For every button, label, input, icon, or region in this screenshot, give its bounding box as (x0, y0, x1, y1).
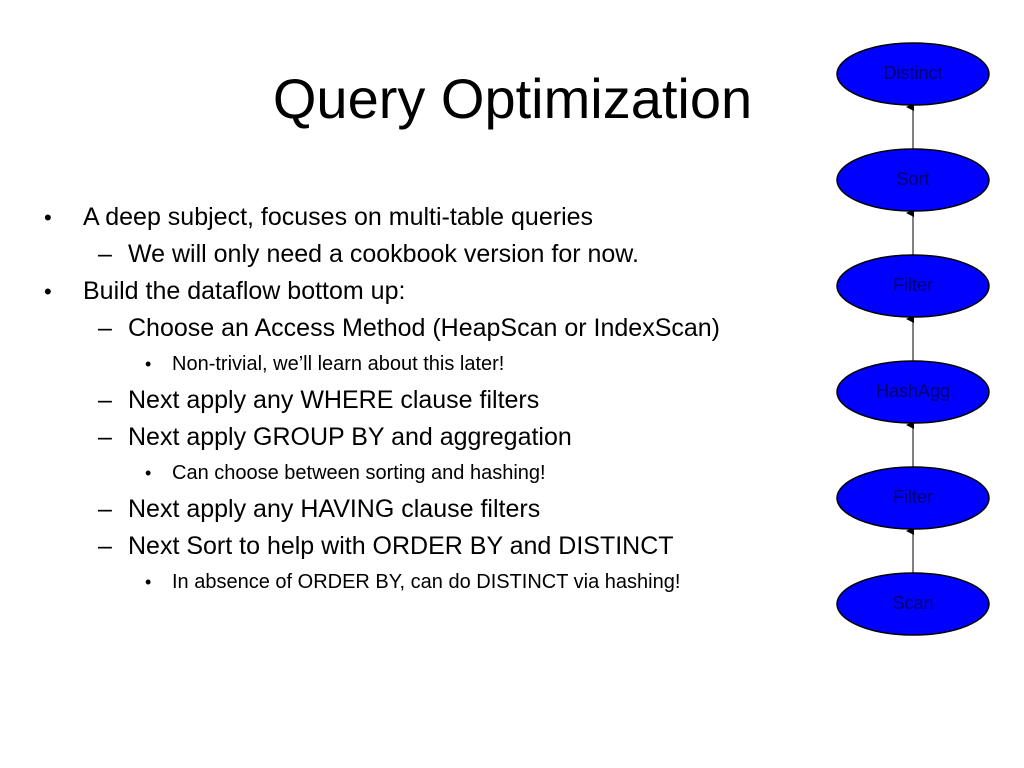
plan-node-filter (836, 466, 990, 530)
bullet-item: –Next Sort to help with ORDER BY and DIS… (40, 528, 820, 565)
query-plan-svg (836, 42, 990, 636)
plan-node-filter (836, 254, 990, 318)
bullet-text: A deep subject, focuses on multi-table q… (83, 203, 594, 231)
bullet-marker: – (98, 532, 112, 560)
bullet-text: Next apply GROUP BY and aggregation (128, 423, 572, 451)
bullet-marker: • (44, 279, 52, 304)
bullet-text: Build the dataflow bottom up: (83, 277, 406, 305)
plan-node-label: HashAgg (875, 381, 951, 401)
plan-node-distinct (836, 42, 990, 106)
plan-node-label: Sort (896, 169, 930, 189)
bullet-text: Next apply any WHERE clause filters (128, 386, 540, 414)
bullet-text: Can choose between sorting and hashing! (172, 462, 546, 484)
bullet-text: Choose an Access Method (HeapScan or Ind… (128, 314, 721, 342)
bullet-text: Next Sort to help with ORDER BY and DIST… (128, 532, 674, 560)
bullet-text: We will only need a cookbook version for… (128, 240, 639, 268)
bullet-item: –We will only need a cookbook version fo… (40, 236, 820, 273)
plan-node-hashagg (836, 360, 990, 424)
slide-title: Query Optimization (272, 67, 753, 130)
bullet-marker: • (44, 205, 52, 230)
bullet-marker: • (145, 463, 152, 483)
bullet-item: –Next apply any HAVING clause filters (40, 491, 820, 528)
bullet-text: Next apply any HAVING clause filters (128, 495, 541, 523)
bullet-item: –Choose an Access Method (HeapScan or In… (40, 310, 820, 347)
bullet-item: • Build the dataflow bottom up: (40, 273, 820, 310)
plan-node-label: Filter (893, 487, 933, 507)
bullet-list: • A deep subject, focuses on multi-table … (40, 199, 820, 600)
bullet-item: • Can choose between sorting and hashing! (40, 456, 820, 491)
bullet-marker: – (98, 423, 112, 451)
bullet-item: • In absence of ORDER BY, can do DISTINCT… (40, 565, 732, 600)
bullet-marker: – (98, 495, 112, 523)
plan-node-label: Filter (893, 275, 933, 295)
bullet-item: –Next apply GROUP BY and aggregation (40, 419, 820, 456)
plan-node-scan (836, 572, 990, 636)
bullet-marker: • (145, 572, 152, 592)
bullet-marker: • (145, 354, 152, 374)
bullet-item: –Next apply any WHERE clause filters (40, 382, 820, 419)
bullet-text: In absence of ORDER BY, can do DISTINCT … (172, 571, 681, 593)
plan-node-label: Scan (892, 593, 934, 613)
plan-node-sort (836, 148, 990, 212)
bullet-text: Non-trivial, we’ll learn about this late… (172, 353, 505, 375)
bullet-marker: – (98, 240, 112, 268)
bullet-marker: – (98, 314, 112, 342)
bullet-marker: – (98, 386, 112, 414)
plan-node-label: Distinct (883, 63, 943, 83)
bullet-item: • Non-trivial, we’ll learn about this lat… (40, 347, 820, 382)
bullet-item: • A deep subject, focuses on multi-table … (40, 199, 820, 236)
